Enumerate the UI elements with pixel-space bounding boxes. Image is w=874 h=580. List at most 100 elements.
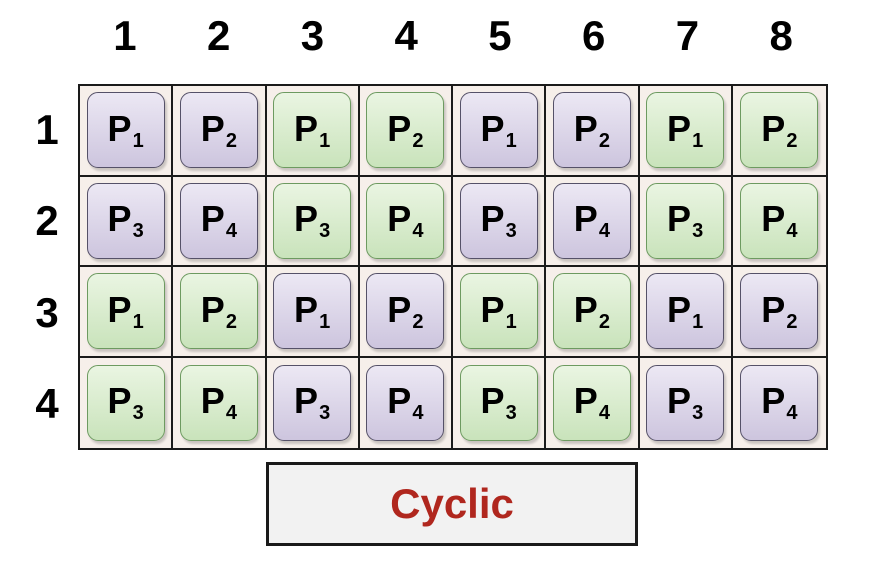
processor-letter: P (200, 288, 225, 330)
processor-index: 3 (505, 402, 517, 425)
processor-index: 1 (319, 129, 331, 152)
column-label: 8 (769, 12, 793, 59)
processor-letter: P (294, 288, 319, 330)
processor-letter: P (761, 198, 786, 240)
processor-index: 2 (598, 310, 610, 333)
processor-index: 2 (225, 129, 237, 152)
processor-label: P2 (387, 108, 423, 153)
grid-cell: P2 (359, 267, 453, 358)
processor-letter: P (107, 288, 132, 330)
row-label: 3 (35, 288, 59, 336)
processor-label: P2 (201, 108, 237, 153)
processor-letter: P (294, 380, 319, 422)
caption-box: Cyclic (266, 462, 638, 546)
grid-cell: P2 (173, 86, 267, 177)
grid-cell: P1 (266, 267, 360, 358)
row-label: 1 (35, 105, 59, 153)
processor-letter: P (761, 107, 786, 149)
processor-letter: P (387, 198, 412, 240)
processor-tile-purple: P4 (552, 182, 631, 259)
processor-letter: P (200, 198, 225, 240)
processor-tile-purple: P3 (459, 182, 538, 259)
processor-letter: P (294, 198, 319, 240)
grid-cell: P2 (732, 267, 826, 358)
processor-index: 2 (412, 129, 424, 152)
grid-cell: P2 (359, 86, 453, 177)
processor-index: 3 (319, 220, 331, 243)
processor-label: P4 (387, 380, 423, 425)
processor-label: P1 (294, 108, 330, 153)
processor-tile-green: P2 (740, 92, 819, 169)
processor-label: P2 (574, 108, 610, 153)
column-label: 5 (488, 12, 512, 59)
processor-letter: P (107, 380, 132, 422)
processor-tile-green: P3 (273, 182, 352, 259)
processor-index: 1 (132, 129, 144, 152)
processor-tile-green: P2 (366, 92, 445, 169)
processor-index: 3 (319, 402, 331, 425)
grid-cell: P4 (546, 357, 640, 448)
processor-index: 2 (412, 310, 424, 333)
processor-tile-green: P4 (179, 364, 258, 441)
processor-index: 1 (319, 310, 331, 333)
processor-tile-purple: P2 (366, 273, 445, 350)
processor-label: P3 (481, 380, 517, 425)
column-label: 7 (675, 12, 700, 59)
column-label: 1 (113, 12, 137, 59)
processor-tile-green: P2 (179, 273, 258, 350)
processor-index: 1 (132, 310, 144, 333)
processor-letter: P (200, 380, 225, 422)
processor-letter: P (480, 380, 505, 422)
processor-label: P1 (667, 289, 703, 334)
processor-label: P3 (108, 380, 144, 425)
processor-tile-green: P4 (366, 182, 445, 259)
processor-tile-purple: P1 (646, 273, 725, 350)
grid-cell: P1 (453, 86, 547, 177)
processor-label: P2 (201, 289, 237, 334)
processor-letter: P (761, 288, 786, 330)
processor-label: P1 (481, 108, 517, 153)
processor-label: P4 (201, 380, 237, 425)
processor-tile-green: P3 (646, 182, 725, 259)
grid-cell: P4 (359, 176, 453, 267)
processor-tile-purple: P3 (86, 182, 165, 259)
processor-letter: P (480, 288, 505, 330)
processor-index: 3 (692, 402, 704, 425)
processor-label: P2 (761, 289, 797, 334)
grid-cell: P1 (453, 267, 547, 358)
processor-tile-green: P1 (646, 92, 725, 169)
processor-tile-purple: P4 (366, 364, 445, 441)
processor-letter: P (667, 198, 692, 240)
processor-label: P2 (387, 289, 423, 334)
processor-letter: P (573, 107, 598, 149)
processor-letter: P (294, 107, 319, 149)
processor-index: 3 (692, 220, 704, 243)
processor-label: P4 (574, 380, 610, 425)
processor-label: P4 (761, 380, 797, 425)
grid-cell: P1 (639, 267, 733, 358)
processor-index: 2 (786, 129, 798, 152)
processor-tile-green: P1 (86, 273, 165, 350)
processor-index: 1 (692, 310, 704, 333)
column-label: 3 (300, 12, 325, 59)
processor-label: P1 (108, 289, 144, 334)
processor-label: P3 (667, 198, 703, 243)
grid-cell: P3 (453, 357, 547, 448)
processor-index: 4 (598, 220, 610, 243)
processor-index: 4 (412, 220, 424, 243)
processor-label: P4 (387, 198, 423, 243)
processor-index: 4 (786, 402, 798, 425)
grid-cell: P1 (80, 86, 174, 177)
processor-tile-green: P3 (459, 364, 538, 441)
processor-tile-purple: P2 (740, 273, 819, 350)
processor-index: 4 (225, 402, 237, 425)
row-label: 2 (35, 197, 59, 245)
processor-tile-green: P4 (552, 364, 631, 441)
grid-cell: P2 (546, 86, 640, 177)
processor-tile-purple: P2 (179, 92, 258, 169)
processor-index: 2 (598, 129, 610, 152)
grid-cell: P3 (266, 176, 360, 267)
grid-cell: P3 (80, 357, 174, 448)
